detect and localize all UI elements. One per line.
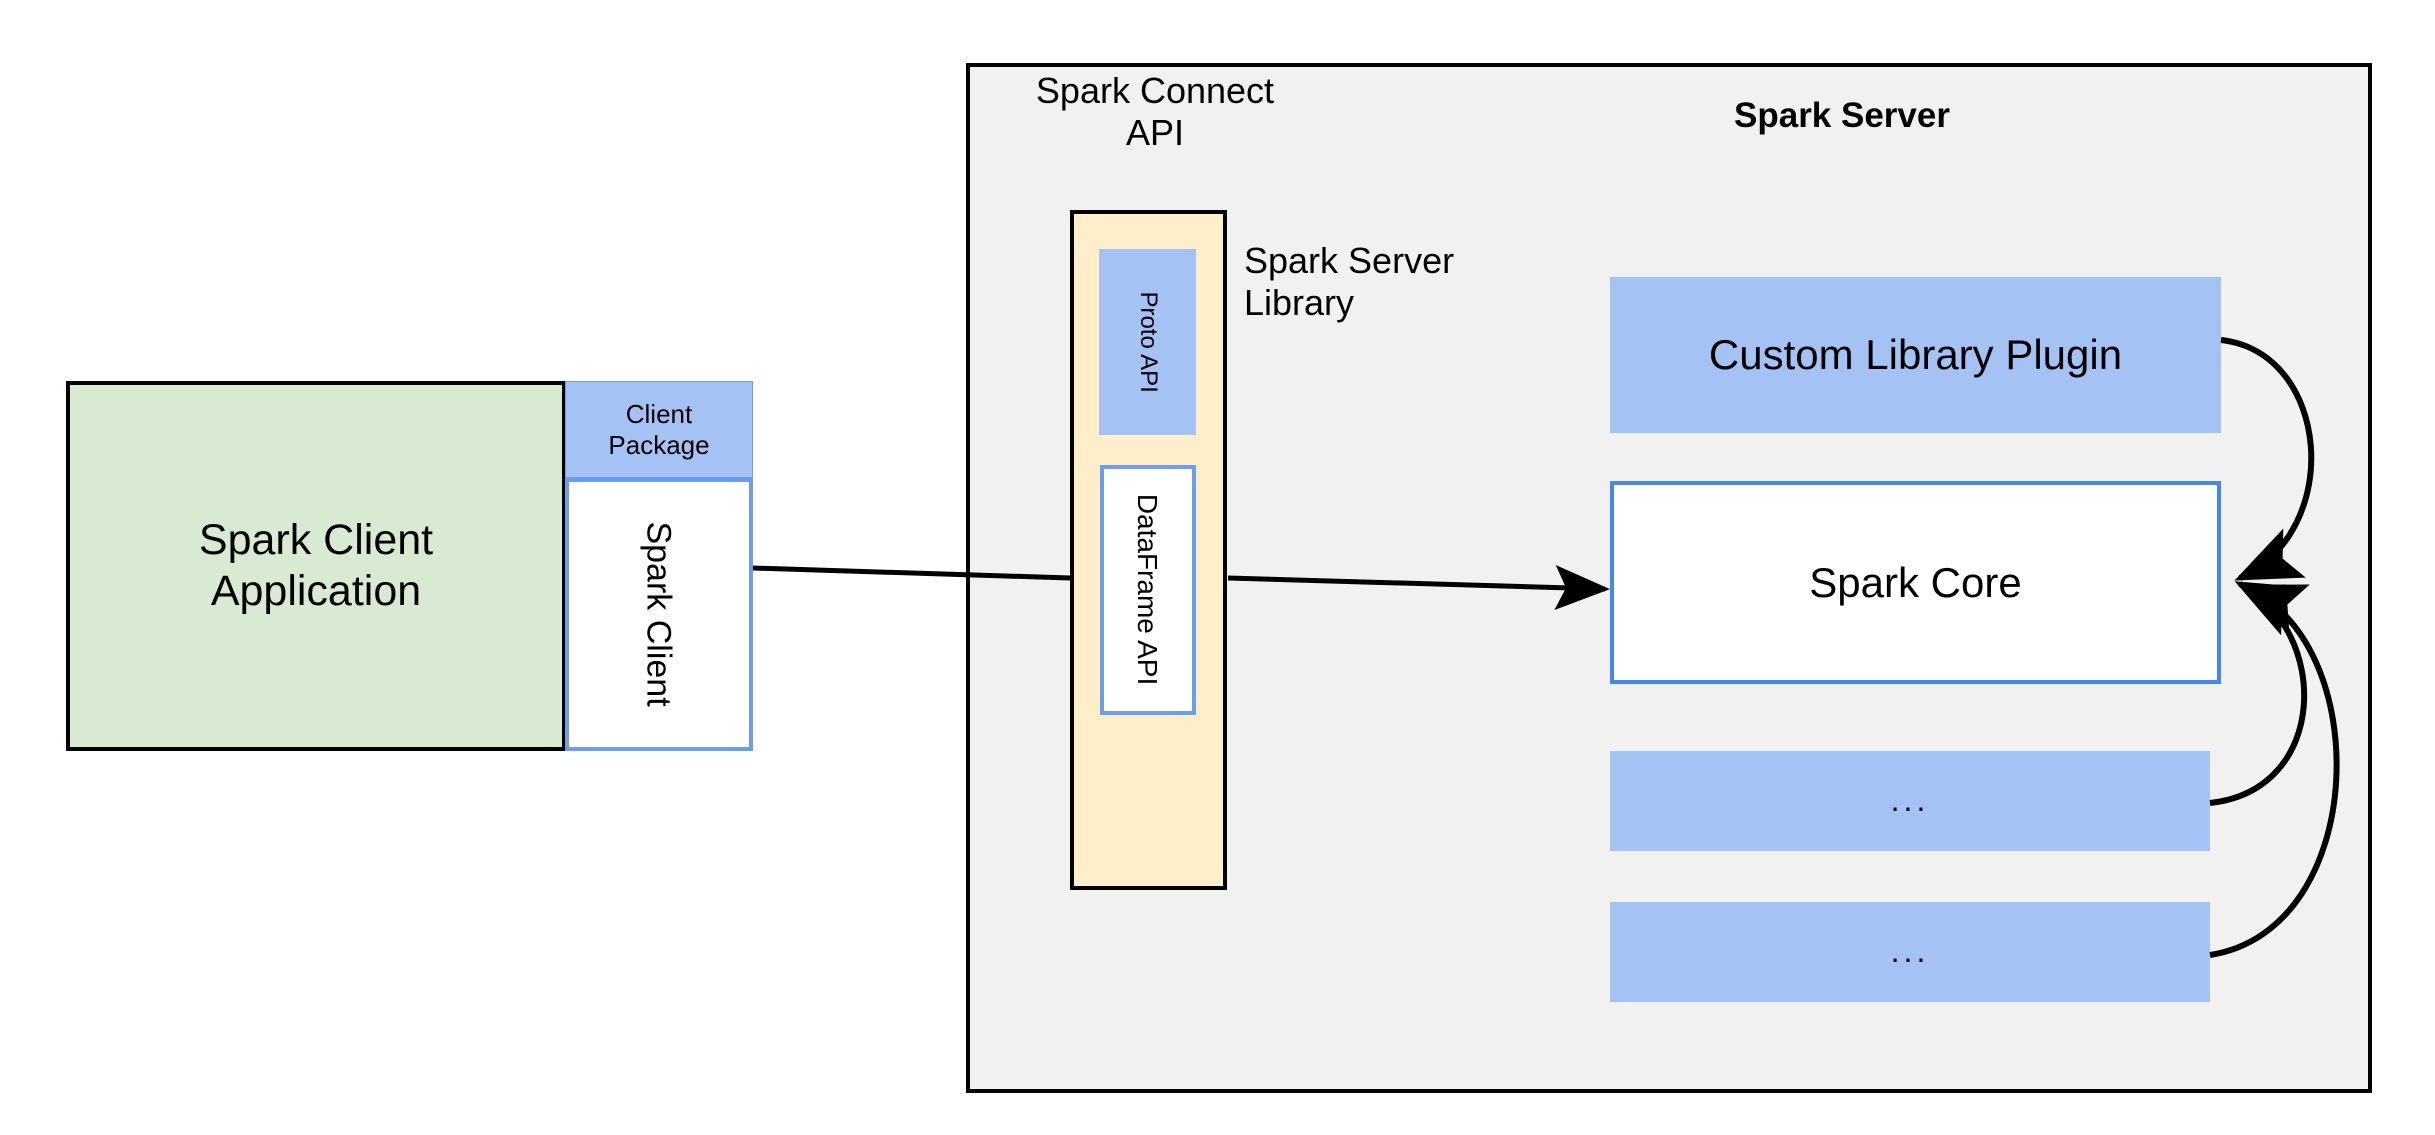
client-package-box[interactable]: Client Package (565, 381, 753, 478)
custom-library-plugin-box[interactable]: Custom Library Plugin (1610, 277, 2221, 433)
spark-connect-api-label-line2: API (1125, 112, 1185, 153)
client-package-label-line2: Package (608, 429, 710, 460)
spark-client-application-label-line1: Spark Client (198, 516, 434, 565)
server-component-ellipsis-2[interactable]: ... (1610, 902, 2210, 1002)
spark-connect-api-label-line1: Spark Connect (1035, 69, 1275, 111)
server-component-ellipsis-1[interactable]: ... (1610, 751, 2210, 851)
spark-client-application-label-line2: Application (210, 567, 422, 615)
client-package-label-line1: Client (625, 398, 693, 429)
proto-api-box[interactable]: Proto API (1099, 249, 1196, 435)
spark-server-library-label: Spark Server Library (1244, 240, 1522, 332)
spark-connect-api-label: Spark Connect API (1010, 66, 1300, 158)
dataframe-api-box[interactable]: DataFrame API (1100, 465, 1196, 715)
proto-api-label: Proto API (1134, 291, 1162, 393)
spark-client-label: Spark Client (640, 521, 679, 708)
spark-server-title: Spark Server (1734, 96, 1950, 136)
spark-core-box[interactable]: Spark Core (1610, 481, 2221, 684)
spark-server-library-label-line2: Library (1244, 282, 1355, 324)
dataframe-api-label: DataFrame API (1132, 494, 1164, 686)
spark-client-application-box[interactable]: Spark Client Application (66, 381, 566, 751)
spark-server-library-label-line1: Spark Server (1244, 240, 1455, 281)
spark-client-box[interactable]: Spark Client (565, 478, 753, 751)
